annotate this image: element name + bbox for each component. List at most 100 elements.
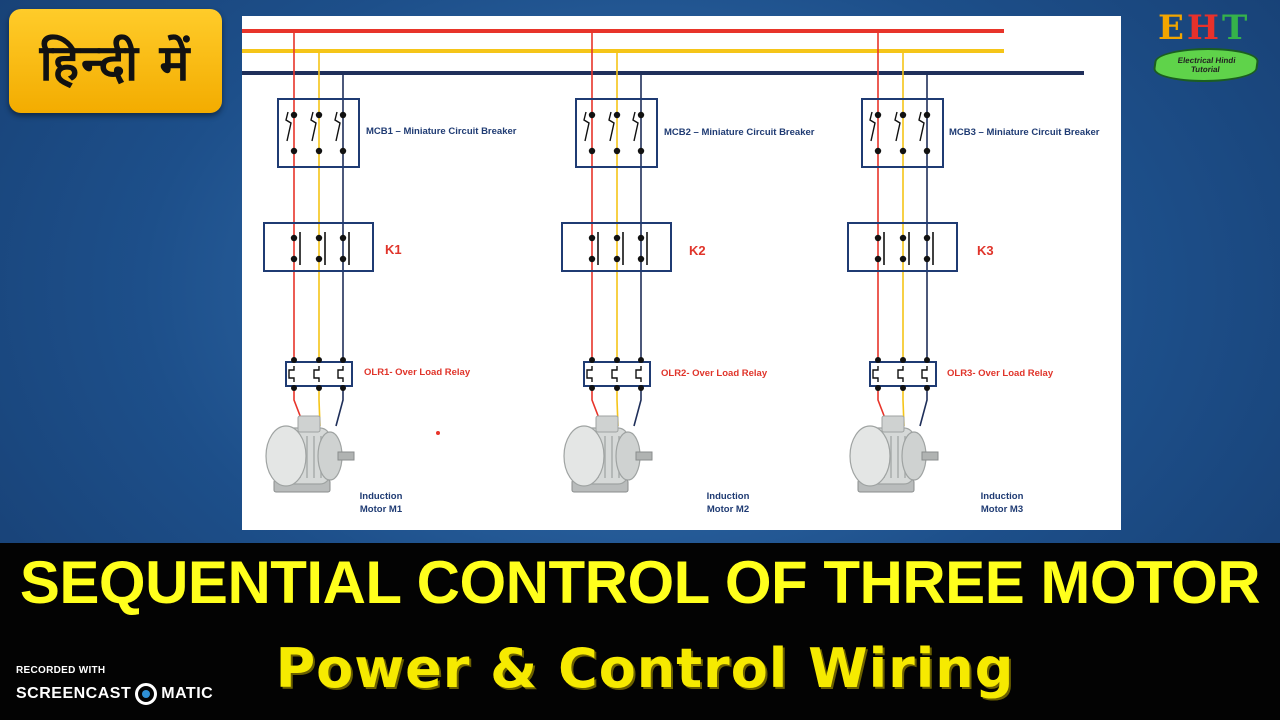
k1-bottom-contact-1 — [290, 255, 298, 263]
olr2-element-2 — [611, 366, 618, 382]
screencast-ring-icon — [135, 683, 158, 705]
k2-bottom-contact-2 — [613, 255, 621, 263]
olr1-box — [285, 361, 353, 387]
k1-bottom-contact-2 — [315, 255, 323, 263]
watermark-brand-left: SCREENCAST — [16, 685, 132, 702]
k1-top-contact-3 — [339, 234, 347, 242]
olr1-top-terminal-3 — [340, 357, 346, 363]
k3-top-contact-2 — [899, 234, 907, 242]
olr3-element-2 — [897, 366, 904, 382]
motor2-end-cap — [563, 425, 605, 487]
logo-letters: EHT — [1158, 8, 1250, 48]
olr3-bottom-terminal-3 — [924, 385, 930, 391]
mcb3-bottom-contact-2 — [899, 147, 907, 155]
mcb3-label: MCB3 – Miniature Circuit Breaker — [949, 127, 1100, 138]
motor3-label: Induction Motor M3 — [967, 490, 1037, 516]
k2-top-contact-1 — [588, 234, 596, 242]
recorded-with-text: RECORDED WITH — [16, 665, 106, 676]
olr1-element-1 — [288, 366, 295, 382]
motor1-label: Induction Motor M1 — [346, 490, 416, 516]
olr3-top-terminal-3 — [924, 357, 930, 363]
olr3-element-3 — [921, 366, 928, 382]
motor2-label: Induction Motor M2 — [693, 490, 763, 516]
wiring-diagram: MCB1 – Miniature Circuit Breaker MCB2 – … — [242, 16, 1121, 530]
olr3-bottom-terminal-2 — [900, 385, 906, 391]
logo-letter-e: E — [1158, 8, 1187, 48]
video-title: SEQUENTIAL CONTROL OF THREE MOTOR — [19, 549, 1261, 616]
olr2-element-3 — [635, 366, 642, 382]
mcb2-box — [575, 98, 658, 168]
mcb3-box — [861, 98, 944, 168]
logo-band: Electrical Hindi Tutorial — [1151, 48, 1261, 82]
mcb2-top-contact-3 — [637, 111, 645, 119]
k1-top-contact-2 — [315, 234, 323, 242]
hindi-badge: हिन्दी में — [9, 9, 222, 113]
k2-bottom-contact-1 — [588, 255, 596, 263]
olr2-top-terminal-3 — [638, 357, 644, 363]
mcb1-bottom-contact-2 — [315, 147, 323, 155]
olr2-label: OLR2- Over Load Relay — [661, 368, 768, 379]
mcb1-bottom-contact-1 — [290, 147, 298, 155]
olr2-bottom-terminal-2 — [614, 385, 620, 391]
motor1-shaft — [337, 451, 355, 461]
olr3-bottom-terminal-1 — [875, 385, 881, 391]
wiring-svg — [242, 29, 1084, 493]
k2-box — [561, 222, 672, 272]
mcb1-box — [277, 98, 360, 168]
olr1-element-3 — [337, 366, 344, 382]
motor-lead-s3-p3 — [919, 386, 928, 427]
olr2-box — [583, 361, 651, 387]
motor3-label-line1: Induction — [980, 491, 1024, 502]
motor2-label-line2: Motor M2 — [706, 504, 750, 515]
k3-bottom-contact-1 — [874, 255, 882, 263]
screencast-watermark: SCREENCAST MATIC — [16, 683, 213, 705]
mcb1-label: MCB1 – Miniature Circuit Breaker — [366, 126, 517, 137]
motor1-terminal-box — [297, 415, 321, 433]
k3-box — [847, 222, 958, 272]
title-band — [0, 543, 1280, 720]
hindi-badge-text: हिन्दी में — [39, 34, 192, 92]
olr3-label: OLR3- Over Load Relay — [947, 368, 1054, 379]
olr2-bottom-terminal-3 — [638, 385, 644, 391]
motor-lead-s2-p3 — [633, 386, 642, 427]
mcb3-top-contact-3 — [923, 111, 931, 119]
mcb1-bottom-contact-3 — [339, 147, 347, 155]
mcb2-top-contact-1 — [588, 111, 596, 119]
logo-letter-t: T — [1222, 8, 1251, 48]
k3-label: K3 — [977, 243, 994, 258]
k3-bottom-contact-3 — [923, 255, 931, 263]
k2-top-contact-3 — [637, 234, 645, 242]
motor2-terminal-box — [595, 415, 619, 433]
mcb3-trip-1 — [869, 111, 876, 142]
motor3-label-line2: Motor M3 — [980, 504, 1024, 515]
k3-top-contact-1 — [874, 234, 882, 242]
mcb1-top-contact-1 — [290, 111, 298, 119]
mcb3-top-contact-2 — [899, 111, 907, 119]
motor2-label-line1: Induction — [706, 491, 750, 502]
mcb2-bottom-contact-1 — [588, 147, 596, 155]
motor2-shaft — [635, 451, 653, 461]
olr1-top-terminal-1 — [291, 357, 297, 363]
olr1-bottom-terminal-1 — [291, 385, 297, 391]
olr3-element-1 — [872, 366, 879, 382]
mcb3-bottom-contact-3 — [923, 147, 931, 155]
mcb1-trip-1 — [285, 111, 292, 142]
logo-tagline-2: Tutorial — [1190, 65, 1221, 74]
logo-letter-h: H — [1186, 8, 1223, 48]
olr1-element-2 — [313, 366, 320, 382]
logo-tagline-1: Electrical Hindi — [1177, 56, 1237, 65]
k2-bottom-contact-3 — [637, 255, 645, 263]
mcb2-trip-2 — [608, 111, 615, 142]
mcb2-bottom-contact-2 — [613, 147, 621, 155]
olr1-bottom-terminal-3 — [340, 385, 346, 391]
olr3-top-terminal-1 — [875, 357, 881, 363]
motor1-end-cap — [265, 425, 307, 487]
mcb3-bottom-contact-1 — [874, 147, 882, 155]
eht-logo: EHT Electrical Hindi Tutorial — [1151, 8, 1262, 82]
motor3-terminal-box — [881, 415, 905, 433]
mcb3-top-contact-1 — [874, 111, 882, 119]
k2-top-contact-2 — [613, 234, 621, 242]
olr1-label: OLR1- Over Load Relay — [364, 367, 471, 378]
mcb3-trip-2 — [894, 111, 901, 142]
olr2-bottom-terminal-1 — [589, 385, 595, 391]
